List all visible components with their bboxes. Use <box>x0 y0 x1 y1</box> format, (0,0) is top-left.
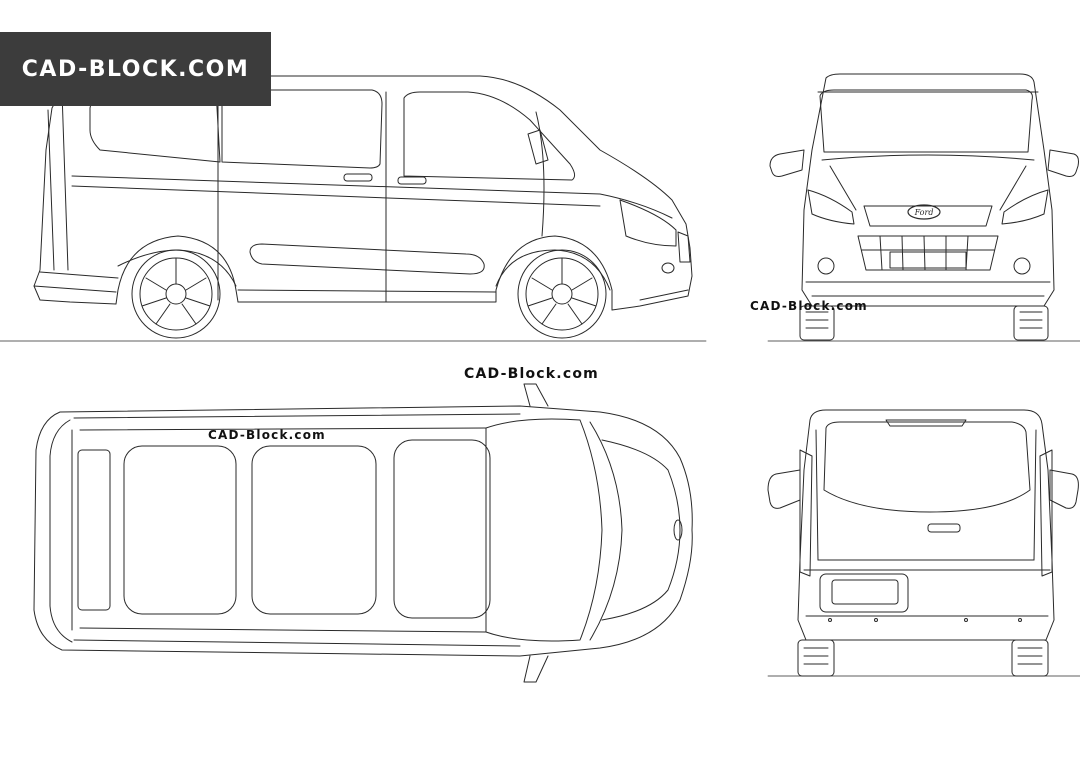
rear-tyre-left <box>798 640 834 676</box>
windscreen <box>820 90 1032 152</box>
license-plate-recess <box>820 574 908 612</box>
roof-panel-1 <box>124 446 236 614</box>
rear-view <box>768 410 1080 676</box>
side-view <box>0 76 706 341</box>
front-mirror-right <box>1048 150 1079 177</box>
front-grille-lower <box>858 236 998 270</box>
banner-title: CAD-BLOCK.COM <box>21 56 250 82</box>
rear-mirror-right <box>1050 470 1078 508</box>
rear-window <box>824 422 1030 512</box>
side-window-mid <box>222 90 382 168</box>
front-headlight-right <box>1002 190 1048 224</box>
site-banner: CAD-BLOCK.COM <box>0 32 271 106</box>
watermark-plan-view: CAD-Block.com <box>208 428 326 442</box>
front-grille-upper <box>864 206 992 226</box>
fog-light-left <box>818 258 834 274</box>
plan-ford-badge-icon <box>674 520 682 540</box>
rear-body-outline <box>798 410 1054 640</box>
ford-badge-icon <box>908 205 940 219</box>
front-mirror-left <box>770 150 804 177</box>
plan-mirror-top <box>524 384 548 406</box>
fog-light-right <box>1014 258 1030 274</box>
rear-tyre-right <box>1012 640 1048 676</box>
door-handle-front <box>398 177 426 184</box>
watermark-top: CAD-Block.com <box>464 366 599 382</box>
plan-windscreen <box>486 419 602 641</box>
plan-mirror-bottom <box>524 656 548 682</box>
front-headlight-left <box>808 190 854 224</box>
rear-light-left <box>800 450 812 576</box>
roof-panel-2 <box>252 446 376 614</box>
front-tyre-right <box>1014 306 1048 340</box>
rear-mirror-left <box>768 470 800 508</box>
ford-badge-text: Ford <box>914 208 934 217</box>
front-view <box>768 74 1080 341</box>
side-body-outline <box>34 76 692 310</box>
side-wheel-rear <box>132 250 220 338</box>
door-handle-mid <box>344 174 372 181</box>
side-wheel-front <box>518 250 606 338</box>
side-window-front <box>404 92 575 180</box>
plan-view <box>34 384 692 682</box>
plan-body-outline <box>34 406 692 656</box>
rear-light-right <box>1040 450 1052 576</box>
roof-panel-3 <box>394 440 490 618</box>
front-tyre-left <box>800 306 834 340</box>
rear-handle <box>928 524 960 532</box>
watermark-front-view: CAD-Block.com <box>750 299 868 313</box>
